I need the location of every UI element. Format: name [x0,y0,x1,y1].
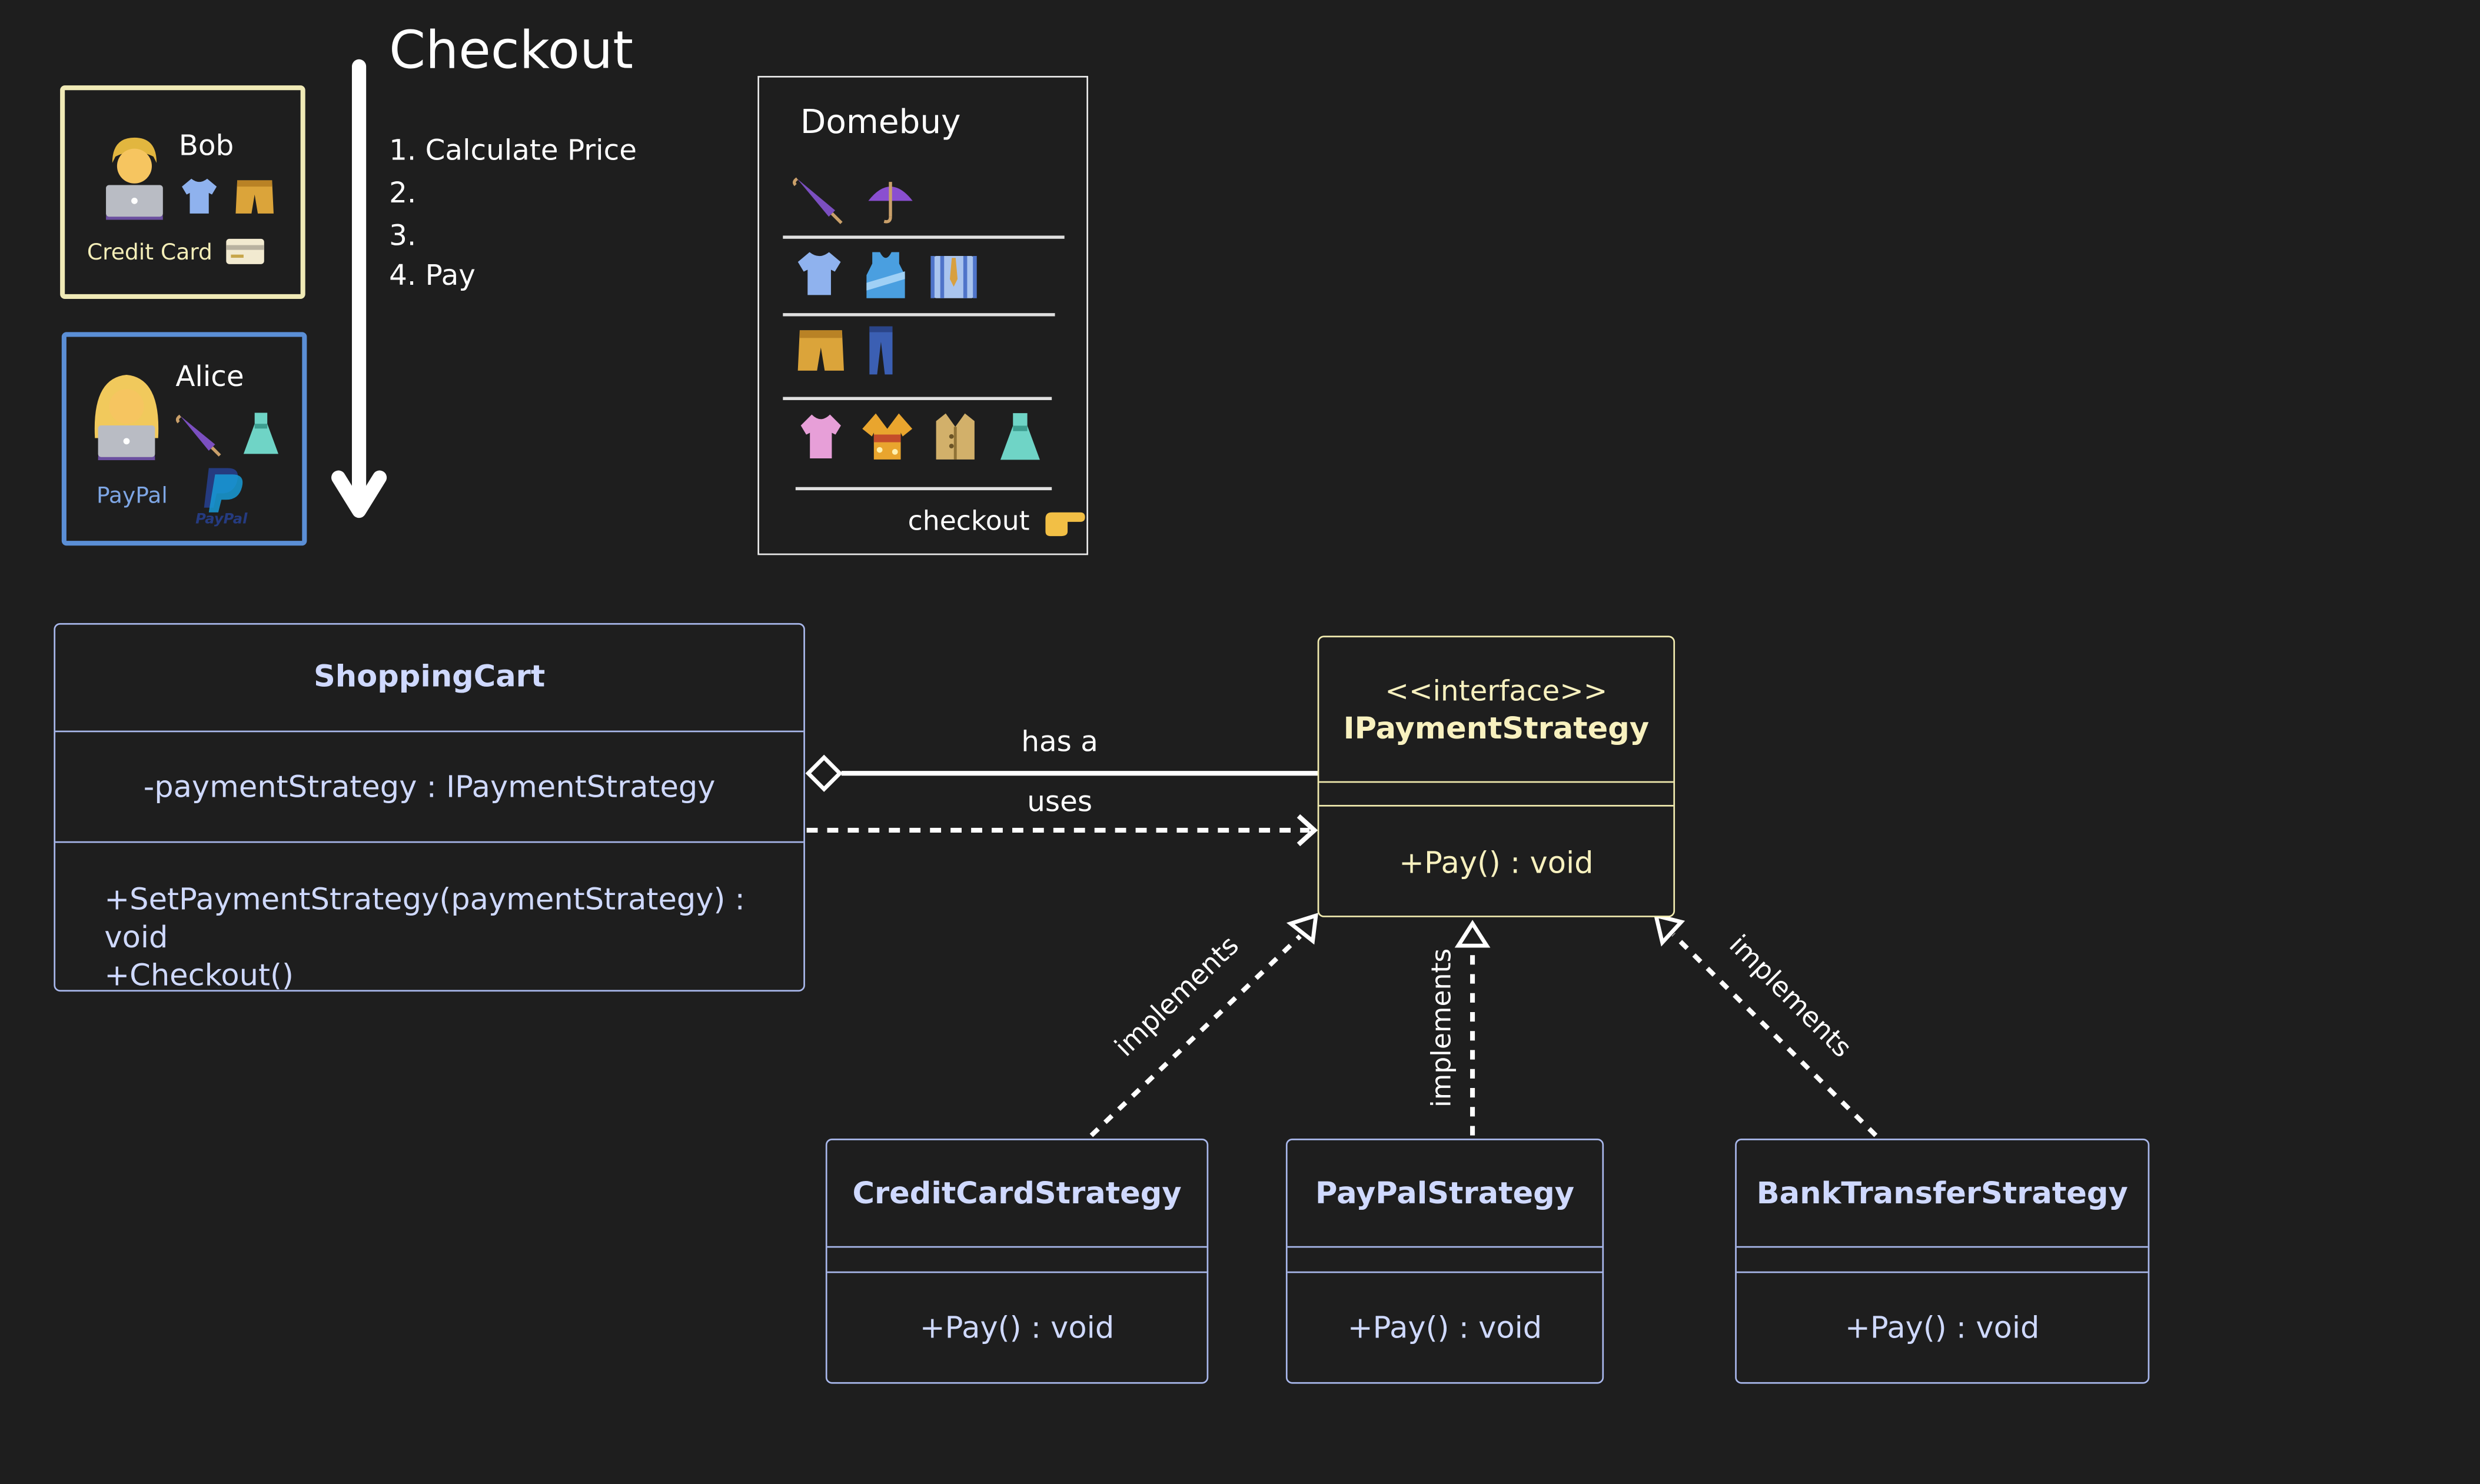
person-laptop-icon [106,137,163,220]
closed-umbrella-icon [792,177,843,224]
class-divider [827,1271,1207,1273]
credit-card-icon [226,238,264,264]
class-divider [55,841,804,843]
checkout-flow-arrow [331,59,387,518]
shelf-row-4 [797,410,1044,463]
class-divider [827,1246,1207,1248]
user-card-alice: Alice PayPal PayPal [61,332,307,546]
dress-icon [1000,413,1040,460]
shelf-row-1 [791,172,917,226]
attribute-paymentstrategy: -paymentStrategy : IPaymentStrategy [143,770,716,805]
class-name-banktransferstrategy: BankTransferStrategy [1756,1176,2128,1212]
kimono-icon [862,413,913,460]
implements-label-banktransfer: implements [1723,929,1858,1064]
method-pay: +Pay() : void [1845,1310,2040,1346]
method-checkout: +Checkout() [104,958,294,993]
class-divider [1287,1271,1603,1273]
jeans-icon [869,326,893,375]
store-panel: Domebuy [757,76,1088,555]
alice-name: Alice [175,360,244,394]
checkout-step-1: 1. Calculate Price [389,134,637,168]
shelf-divider [783,235,1065,238]
implements-paypal-arrow [1454,920,1491,1136]
class-name-paypalstrategy: PayPalStrategy [1315,1176,1574,1212]
bob-payment-label: Credit Card [87,240,212,266]
class-divider [1736,1271,2148,1273]
implements-creditcard-arrow [1089,913,1318,1137]
interface-divider [1319,781,1674,783]
shelf-row-2 [794,248,980,302]
paypal-logo-icon: PayPal [195,468,248,527]
checkout-step-4: 4. Pay [389,259,476,293]
shirt-tie-icon [930,255,977,298]
class-banktransferstrategy: BankTransferStrategy +Pay() : void [1735,1139,2150,1384]
shirt-icon [797,252,841,295]
interface-stereotype: <<interface>> [1385,675,1608,708]
bob-name: Bob [178,129,234,163]
shorts-icon [235,180,274,214]
class-creditcardstrategy: CreditCardStrategy +Pay() : void [825,1139,1209,1384]
alice-payment-label: PayPal [96,484,168,510]
shelf-divider [795,487,1052,490]
shelf-row-3 [794,322,898,376]
method-list: +SetPaymentStrategy(paymentStrategy) : v… [104,881,803,995]
class-divider [55,730,804,733]
method-setpaymentstrategy: +SetPaymentStrategy(paymentStrategy) : v… [104,882,745,956]
checkout-step-3: 3. [389,219,417,253]
implements-label-paypal: implements [1425,949,1457,1107]
pointing-hand-icon [1045,512,1085,537]
implements-banktransfer-arrow [1653,913,1878,1137]
interface-divider [1319,804,1674,807]
class-divider [1287,1246,1603,1248]
checkout-title: Checkout [389,19,634,81]
tank-top-icon [866,252,905,298]
user-card-bob: Bob Credit Card [60,85,305,299]
class-name-creditcardstrategy: CreditCardStrategy [852,1176,1182,1212]
interface-method-pay: +Pay() : void [1399,846,1594,881]
closed-umbrella-icon [175,414,221,457]
dependency-uses-arrow [806,814,1318,847]
class-shoppingcart: ShoppingCart -paymentStrategy : IPayment… [54,623,805,993]
class-divider [1736,1246,2148,1248]
store-checkout-label: checkout [907,506,1030,538]
person-laptop-icon [94,374,159,461]
store-name: Domebuy [800,102,961,141]
dress-icon [243,412,278,454]
method-pay: +Pay() : void [1347,1310,1542,1346]
method-pay: +Pay() : void [919,1310,1115,1346]
class-paypalstrategy: PayPalStrategy +Pay() : void [1285,1139,1604,1384]
umbrella-icon [868,182,913,224]
shirt-icon [182,178,217,214]
shelf-divider [783,313,1055,316]
blouse-icon [800,414,841,458]
aggregation-has-a-line [805,754,1319,792]
coat-icon [936,413,975,460]
class-name-shoppingcart: ShoppingCart [314,659,546,694]
paypal-logo-text: PayPal [195,511,248,527]
checkout-step-2: 2. [389,177,417,211]
implements-label-creditcard: implements [1109,930,1245,1063]
shelf-divider [783,397,1052,400]
interface-name: IPaymentStrategy [1343,711,1650,747]
store-checkout-button[interactable]: checkout [908,506,1087,538]
shorts-icon [797,330,844,371]
has-a-label: has a [1021,726,1098,758]
uses-label: uses [1027,786,1092,818]
interface-ipaymentstrategy: <<interface>> IPaymentStrategy +Pay() : … [1317,635,1676,917]
